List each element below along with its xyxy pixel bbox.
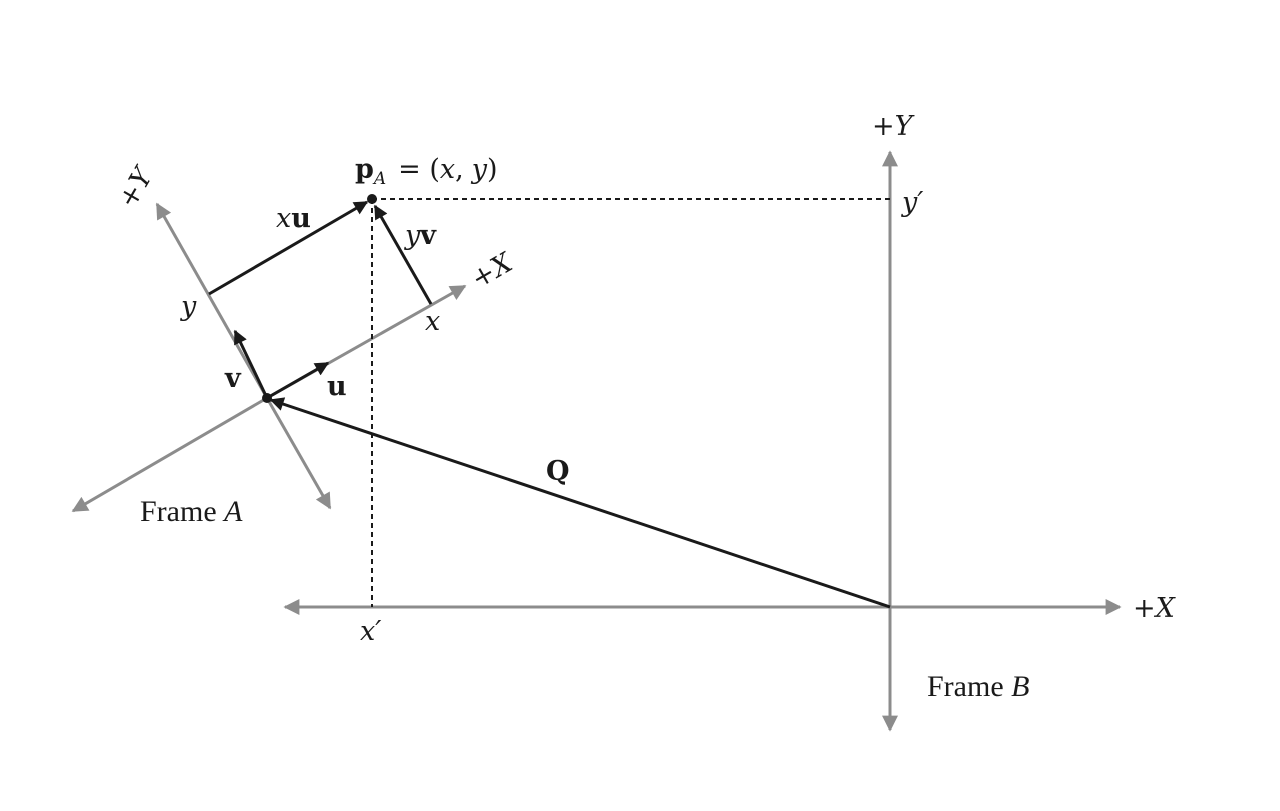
- projection-lines: [371, 198, 890, 607]
- vector-u-label: u: [327, 371, 347, 402]
- frame-b-caption: Frame B: [927, 670, 1029, 703]
- vector-xu-label: xu: [276, 203, 311, 234]
- frame-b-x-prime-tick: x′: [360, 616, 381, 647]
- frame-a-negative-y-axis: [265, 397, 332, 510]
- frame-a-y-axis: [155, 202, 269, 399]
- point-p-a: [367, 194, 377, 204]
- frame-a-y-axis-label: +Y: [112, 161, 160, 213]
- point-p-a-label: pA= (x,y): [355, 154, 498, 189]
- vector-yv: [373, 204, 433, 305]
- vector-q-label: Q: [546, 456, 570, 487]
- frame-b-y-prime-tick: y′: [901, 187, 923, 218]
- frame-a-origin-point: [262, 393, 272, 403]
- frame-a-x-tick: x: [425, 306, 440, 337]
- frame-b-axes: [283, 150, 1122, 732]
- vector-v-label: v: [224, 363, 242, 394]
- frame-a-x-axis-label: +X: [466, 246, 519, 295]
- vectors: [208, 200, 891, 609]
- vector-yv-label: yv: [404, 220, 437, 251]
- vector-q: [269, 397, 891, 609]
- frame-a-y-tick: y: [180, 291, 197, 322]
- frame-a-caption: Frame A: [140, 495, 243, 528]
- frame-b-y-axis-label: +Y: [872, 111, 915, 142]
- frame-a-negative-x-axis: [71, 396, 268, 513]
- frame-b-x-axis-label: +X: [1133, 593, 1177, 624]
- vector-u: [266, 361, 330, 400]
- vector-v: [233, 329, 269, 399]
- vector-xu: [208, 200, 369, 296]
